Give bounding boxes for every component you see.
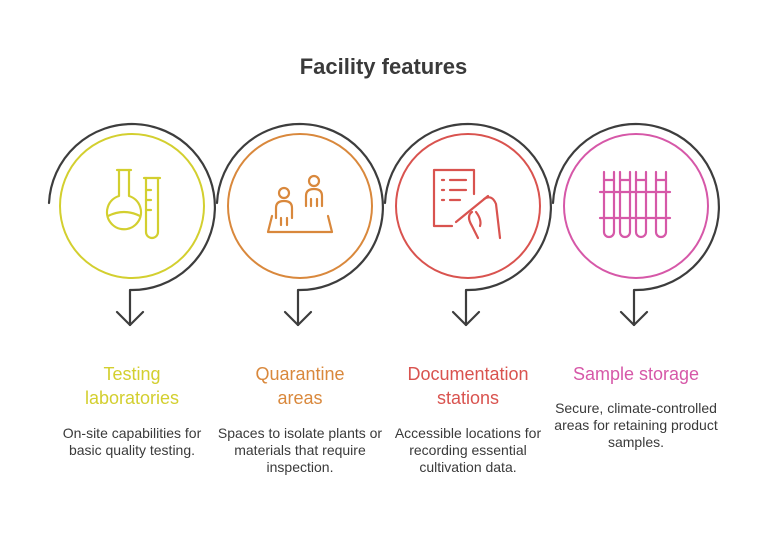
feature-description: Secure, climate-controlled areas for ret… <box>554 400 718 450</box>
feature-circle-quarantine <box>227 133 373 279</box>
arrow-head-2 <box>283 310 313 327</box>
connector-arc-3 <box>383 122 552 327</box>
page-title: Facility features <box>299 54 468 79</box>
connector-arc-4 <box>551 122 720 327</box>
feature-documentation: Documentation stations Accessible locati… <box>384 362 552 476</box>
feature-circle-documentation <box>395 133 541 279</box>
arrow-head-1 <box>115 310 145 327</box>
document-writing-icon <box>432 168 502 240</box>
feature-name: Quarantine areas <box>255 364 345 408</box>
arrow-head-4 <box>619 310 649 327</box>
feature-description: Spaces to isolate plants or materials th… <box>217 425 383 475</box>
feature-name: Testing laboratories <box>84 364 180 408</box>
feature-storage: Sample storage Secure, climate-controlle… <box>552 362 720 451</box>
connector-arc-2 <box>215 122 384 327</box>
feature-description: On-site capabilities for basic quality t… <box>62 425 202 458</box>
sample-tubes-icon <box>598 170 672 239</box>
flask-test-tube-icon <box>105 168 162 240</box>
feature-testing: Testing laboratories On-site capabilitie… <box>48 362 216 459</box>
feature-description: Accessible locations for recording essen… <box>394 425 542 475</box>
feature-name: Documentation stations <box>407 364 529 408</box>
feature-circle-storage <box>563 133 709 279</box>
feature-circle-testing <box>59 133 205 279</box>
feature-name: Sample storage <box>572 364 700 384</box>
isolated-people-icon <box>266 174 334 234</box>
arrow-head-3 <box>451 310 481 327</box>
connector-arc-1 <box>47 122 216 327</box>
feature-quarantine: Quarantine areas Spaces to isolate plant… <box>216 362 384 476</box>
